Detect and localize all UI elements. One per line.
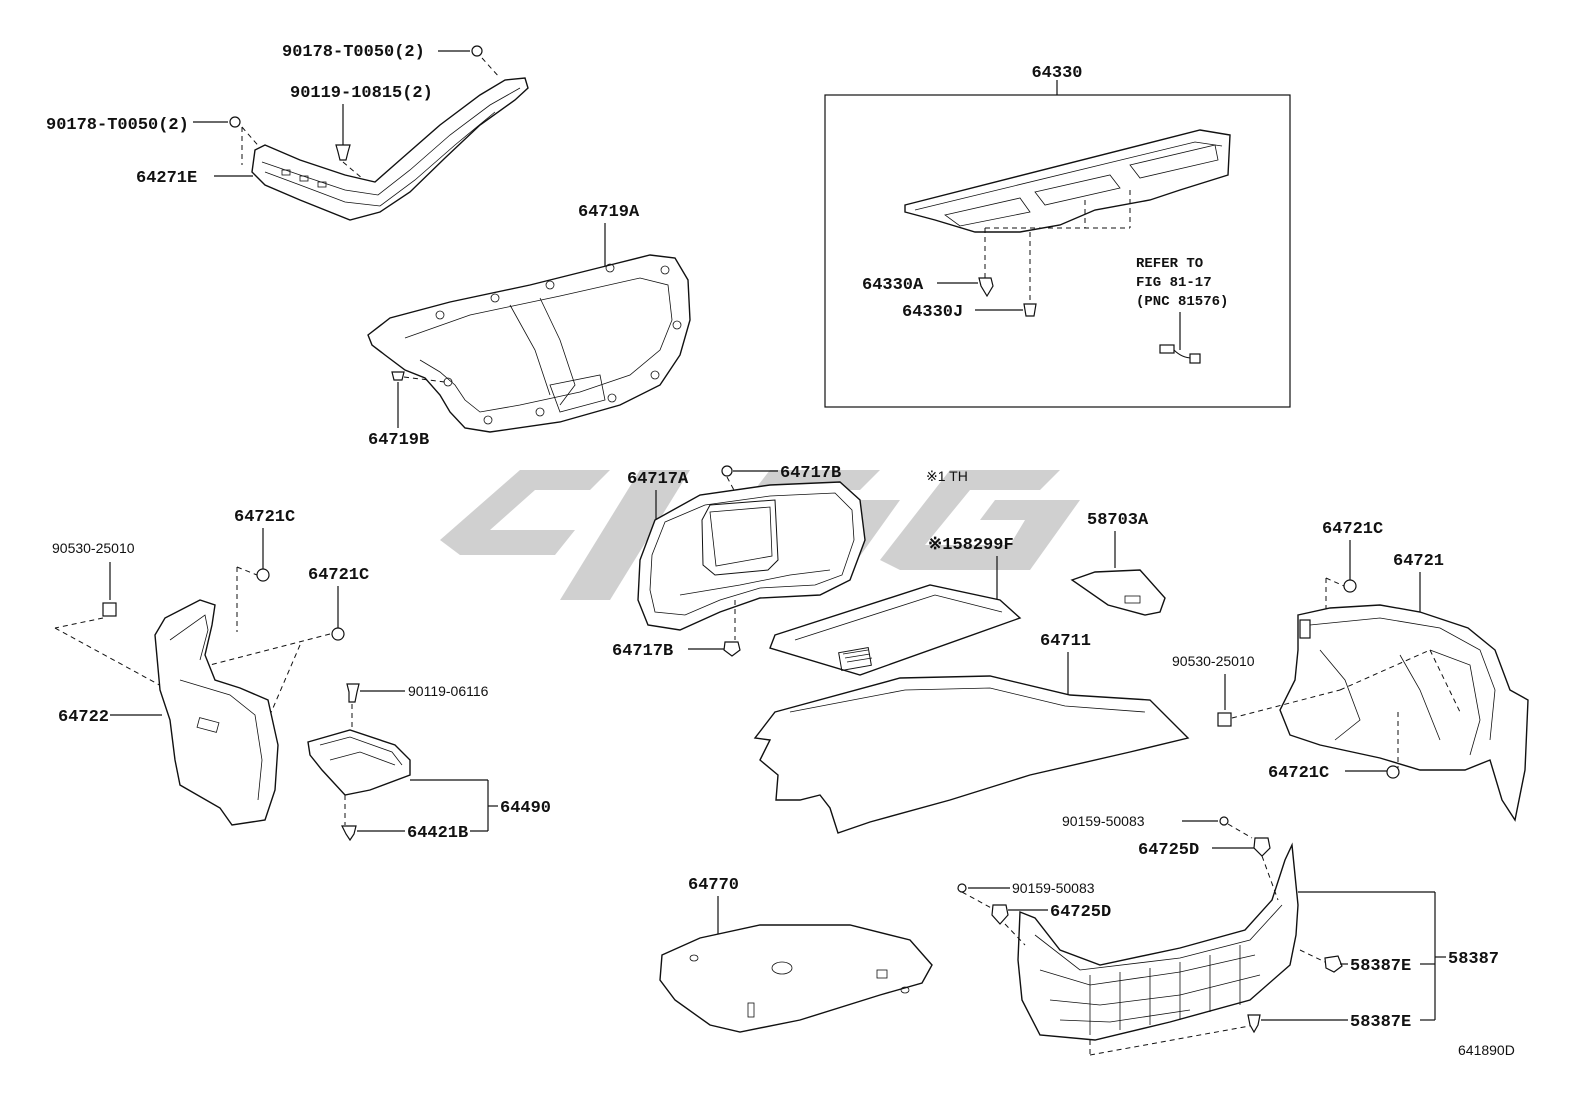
clip-64721c-left2 [331, 627, 345, 641]
label-64721c-left2: 64721C [308, 566, 369, 585]
cargo-net-158299f [769, 584, 1022, 676]
label-90530-right: 90530-25010 [1172, 653, 1255, 669]
assembly-64717a: 64717A 64717B 64717B [612, 464, 866, 661]
label-64721: 64721 [1393, 552, 1444, 571]
clip-64719b [391, 371, 405, 381]
clip-64721c-right2 [1386, 765, 1400, 779]
label-64421b: 64421B [407, 824, 468, 843]
label-58703a: 58703A [1087, 511, 1149, 530]
clip-64725d-top [1253, 837, 1271, 857]
clip-64725d-bottom [991, 904, 1009, 925]
trunk-weatherstrip-64271e [251, 77, 529, 221]
clip-64330j [1023, 303, 1037, 317]
clip-90530-left [102, 602, 117, 617]
clip-64721c-right1 [1343, 579, 1357, 593]
clip-58387e-top [1324, 955, 1343, 973]
label-64725d-bottom: 64725D [1050, 903, 1111, 922]
label-64719b: 64719B [368, 431, 429, 450]
label-58387e-bottom: 58387E [1350, 1013, 1411, 1032]
label-90159-bottom: 90159-50083 [1012, 880, 1095, 896]
assembly-64330: 64330 64330A 64330J REFER TO FIG 81-17 (… [824, 64, 1291, 408]
label-58387: 58387 [1448, 950, 1499, 969]
trunk-side-trim-right-64721 [1279, 604, 1529, 822]
clip-90530-right [1217, 712, 1232, 727]
label-64330j: 64330J [902, 303, 963, 322]
label-64271e: 64271E [136, 169, 197, 188]
assembly-64719a: 64719A 64719B [367, 203, 691, 450]
floor-board-64770 [659, 924, 933, 1033]
label-64330: 64330 [1031, 64, 1082, 83]
storage-tray-64490 [307, 729, 411, 796]
floor-pad-58703a [1070, 569, 1166, 616]
clip-64421b [341, 825, 357, 842]
note-th: ※1 TH [926, 468, 968, 484]
label-64770: 64770 [688, 876, 739, 895]
label-64721c-right1: 64721C [1322, 520, 1383, 539]
trunk-lid-inner-trim-64717a [637, 481, 866, 631]
assembly-64271e: 90178-T0050(2) 90119-10815(2) 90178-T005… [46, 43, 529, 221]
label-58387e-top: 58387E [1350, 957, 1411, 976]
label-64725d-top: 64725D [1138, 841, 1199, 860]
refer-line-1: REFER TO [1136, 256, 1203, 272]
label-64717a: 64717A [627, 470, 689, 489]
label-90178-top: 90178-T0050(2) [282, 43, 425, 62]
label-64330a: 64330A [862, 276, 924, 295]
assembly-58387: 90159-50083 64725D 90159-50083 64725D 58… [957, 813, 1499, 1056]
refer-line-2: FIG 81-17 [1136, 275, 1212, 291]
label-90119-10815: 90119-10815(2) [290, 84, 433, 103]
label-90119-06116: 90119-06116 [408, 683, 489, 699]
package-tray-trim [904, 129, 1231, 233]
clip-64717b-top [721, 465, 733, 477]
wire-harness-connector [1159, 344, 1201, 364]
label-64721c-left1: 64721C [234, 508, 295, 527]
label-64721c-right2: 64721C [1268, 764, 1329, 783]
trunk-side-trim-left-64722 [154, 599, 279, 826]
label-64490: 64490 [500, 799, 551, 818]
bolt-90119-06116 [346, 683, 360, 703]
assembly-64770: 64770 [659, 876, 933, 1033]
trunk-floor-mat-64711 [753, 675, 1190, 834]
trunk-lid-trim-64719a [367, 254, 691, 433]
assembly-58703a: 58703A [1070, 511, 1166, 616]
label-90178-left: 90178-T0050(2) [46, 116, 189, 135]
clip-64721c-left1 [256, 568, 270, 582]
label-64717b-top: 64717B [780, 464, 841, 483]
figure-code: 641890D [1458, 1042, 1515, 1058]
label-64722: 64722 [58, 708, 109, 727]
clip-64717b-bottom [723, 641, 741, 657]
clip-64330a [978, 277, 994, 298]
label-158299f: ※158299F [928, 536, 1014, 555]
label-90159-top: 90159-50083 [1062, 813, 1145, 829]
assembly-64490: 90119-06116 64421B 64490 [307, 683, 551, 843]
refer-line-3: (PNC 81576) [1136, 294, 1228, 310]
bolt-90159-bottom [957, 883, 967, 893]
rear-trunk-trim-58387 [1017, 842, 1299, 1041]
bolt-90159-top [1219, 816, 1229, 826]
assembly-64721: 64721C 64721 90530-25010 64721C [1172, 520, 1529, 822]
label-64717b-bottom: 64717B [612, 642, 673, 661]
label-64719a: 64719A [578, 203, 640, 222]
assembly-64722: 64721C 64721C 90530-25010 64722 [52, 508, 369, 826]
label-64711: 64711 [1040, 632, 1091, 651]
assembly-64711: 64711 [753, 632, 1190, 834]
clip-58387e-bottom [1247, 1014, 1261, 1034]
assembly-158299f: ※1 TH ※158299F [769, 468, 1022, 676]
label-90530-left: 90530-25010 [52, 540, 135, 556]
